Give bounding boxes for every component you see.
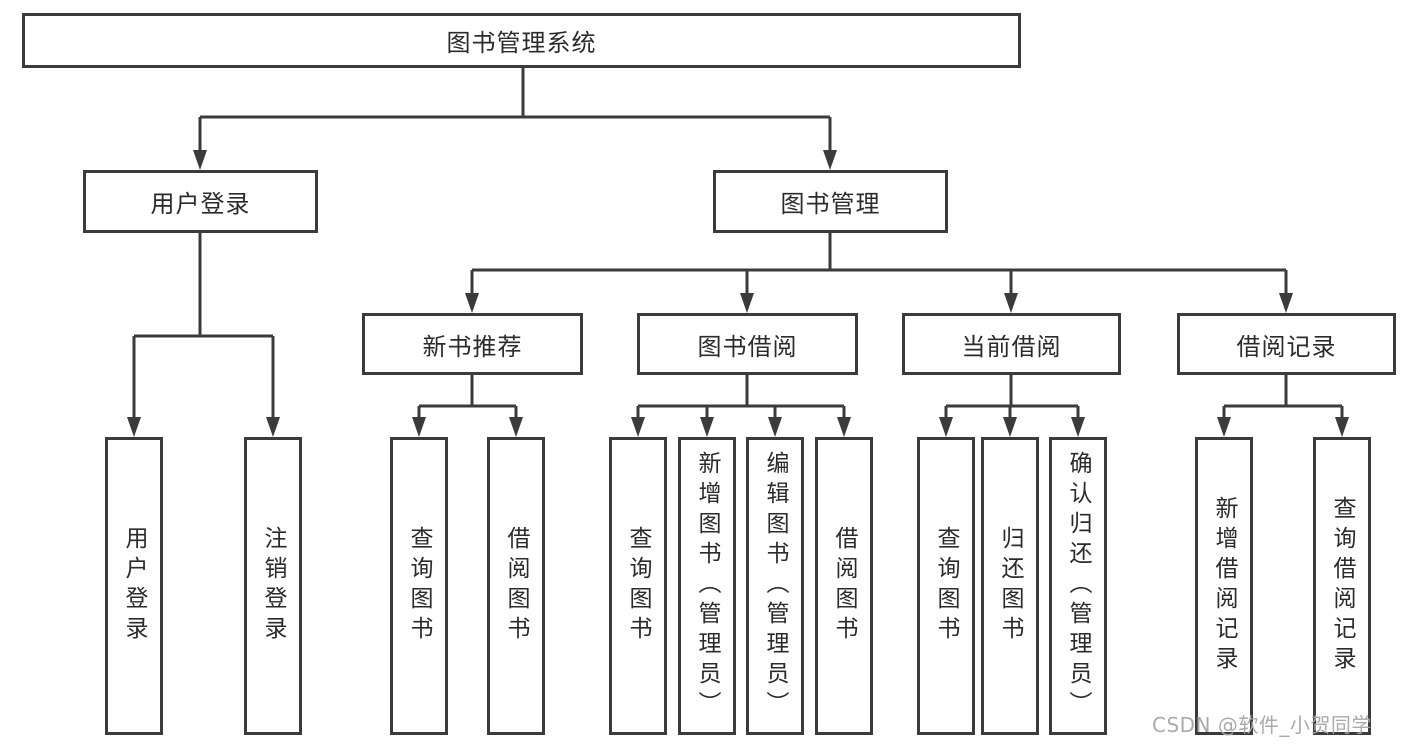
node-user-login: 用户登录 <box>83 170 318 233</box>
node-borrow-records: 借阅记录 <box>1177 313 1396 375</box>
node-leaf-current-query-books: 查询图书 <box>917 437 975 735</box>
node-leaf-current-confirm-return-admin: 确认归还（管理员） <box>1049 437 1107 735</box>
node-leaf-records-add-record: 新增借阅记录 <box>1195 437 1253 735</box>
node-book-borrow: 图书借阅 <box>637 313 858 375</box>
arrowhead-icons <box>127 150 1349 437</box>
node-leaf-borrow-add-books-admin: 新增图书（管理员） <box>678 437 736 735</box>
node-new-book-recommend: 新书推荐 <box>362 313 583 375</box>
node-leaf-recommend-query-books: 查询图书 <box>390 437 448 735</box>
node-current-borrow: 当前借阅 <box>902 313 1121 375</box>
node-leaf-current-return-books: 归还图书 <box>981 437 1039 735</box>
node-leaf-user-login: 用户登录 <box>105 437 163 735</box>
node-leaf-borrow-edit-books-admin: 编辑图书（管理员） <box>746 437 804 735</box>
node-leaf-recommend-borrow-books: 借阅图书 <box>487 437 545 735</box>
node-book-management: 图书管理 <box>713 170 948 233</box>
node-leaf-borrow-borrow-books: 借阅图书 <box>815 437 873 735</box>
node-leaf-borrow-query-books: 查询图书 <box>609 437 667 735</box>
watermark: CSDN @软件_小贺同学 <box>1152 713 1372 737</box>
node-leaf-logout: 注销登录 <box>244 437 302 735</box>
node-root-system: 图书管理系统 <box>22 13 1021 68</box>
node-leaf-records-query-record: 查询借阅记录 <box>1313 437 1371 735</box>
